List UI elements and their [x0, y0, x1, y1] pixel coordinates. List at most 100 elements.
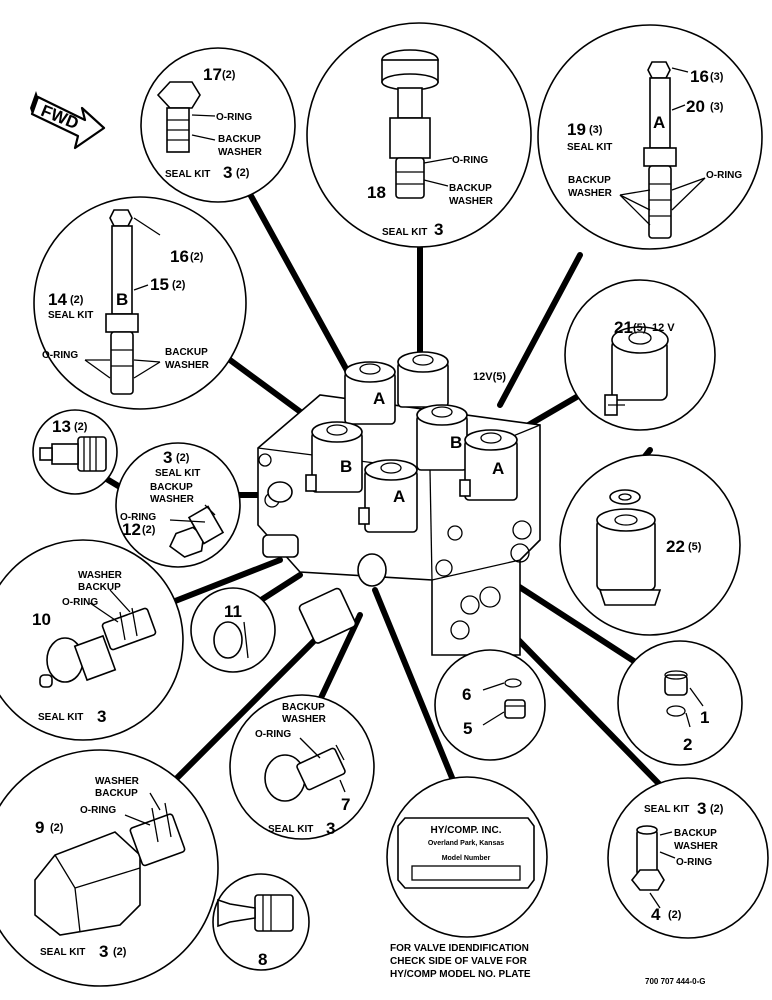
- svg-text:WASHER: WASHER: [78, 570, 123, 581]
- svg-text:6: 6: [462, 685, 471, 704]
- solenoid-coil-a-rear: A: [344, 361, 396, 425]
- svg-text:4: 4: [651, 905, 661, 924]
- svg-text:SEAL KIT: SEAL KIT: [38, 712, 83, 723]
- svg-text:(2): (2): [113, 946, 127, 958]
- callout-circle-1-2: 1 2: [617, 640, 743, 766]
- svg-text:O-RING: O-RING: [80, 805, 116, 816]
- svg-text:O-RING: O-RING: [120, 512, 156, 523]
- valve-manifold: A B B A: [257, 351, 541, 656]
- svg-text:O-RING: O-RING: [42, 350, 78, 361]
- callout-circle-13: 13 (2): [32, 409, 118, 495]
- svg-text:3: 3: [697, 799, 706, 818]
- svg-text:A: A: [393, 487, 405, 506]
- svg-text:WASHER: WASHER: [150, 494, 195, 505]
- svg-text:SEAL KIT: SEAL KIT: [48, 310, 93, 321]
- svg-text:O-RING: O-RING: [216, 112, 252, 123]
- svg-text:(3): (3): [589, 124, 603, 136]
- svg-text:17: 17: [203, 65, 222, 84]
- svg-text:(2): (2): [176, 452, 190, 464]
- svg-text:5: 5: [463, 719, 472, 738]
- svg-text:3: 3: [326, 819, 335, 838]
- svg-text:3: 3: [99, 942, 108, 961]
- svg-text:(5): (5): [633, 322, 647, 334]
- svg-text:(2): (2): [710, 803, 724, 815]
- drawing-number: 700 707 444-0-G: [645, 977, 706, 986]
- svg-text:7: 7: [341, 795, 350, 814]
- solenoid-coil-a-far-right: A: [459, 429, 518, 501]
- solenoid-coil-a-front: A: [358, 459, 418, 533]
- svg-text:SEAL KIT: SEAL KIT: [268, 824, 313, 835]
- callout-circle-10: WASHER BACKUP O-RING 10 SEAL KIT 3: [0, 539, 184, 741]
- svg-text:8: 8: [258, 950, 267, 969]
- nameplate-model-label: Model Number: [442, 855, 491, 862]
- svg-text:3: 3: [97, 707, 106, 726]
- solenoid-voltage-label: 12V(5): [473, 371, 506, 383]
- svg-text:BACKUP: BACKUP: [95, 788, 138, 799]
- svg-text:11: 11: [224, 602, 242, 621]
- svg-text:WASHER: WASHER: [218, 147, 263, 158]
- callout-circle-4: SEAL KIT 3 (2) BACKUP WASHER O-RING 4 (2…: [607, 777, 769, 939]
- callout-circle-8: 8: [212, 873, 310, 971]
- callout-circle-7: BACKUP WASHER O-RING 7 SEAL KIT 3: [229, 694, 375, 840]
- svg-text:O-RING: O-RING: [676, 857, 712, 868]
- callout-circle-3-12: 3 (2) SEAL KIT BACKUP WASHER O-RING 12 (…: [115, 442, 241, 568]
- svg-text:BACKUP: BACKUP: [78, 582, 121, 593]
- callout-circle-22: 22 (5): [559, 454, 741, 636]
- svg-text:FOR VALVE IDENDIFICATION: FOR VALVE IDENDIFICATION: [390, 943, 529, 954]
- svg-text:22: 22: [666, 537, 685, 556]
- svg-text:A: A: [492, 459, 504, 478]
- svg-text:16: 16: [170, 247, 189, 266]
- svg-text:(3): (3): [710, 101, 724, 113]
- callout-circle-14-15: B 16 (2) 15 (2) 14 (2) SEAL KIT O-RING B…: [33, 196, 247, 410]
- svg-text:14: 14: [48, 290, 67, 309]
- callout-circle-11: 11: [190, 587, 276, 673]
- svg-text:(2): (2): [142, 524, 156, 536]
- svg-text:B: B: [116, 290, 128, 309]
- svg-text:B: B: [450, 433, 462, 452]
- svg-text:13: 13: [52, 417, 71, 436]
- nameplate-company: HY/COMP. INC.: [431, 825, 502, 836]
- svg-text:19: 19: [567, 120, 586, 139]
- svg-text:BACKUP: BACKUP: [568, 175, 611, 186]
- svg-text:(2): (2): [74, 421, 88, 433]
- svg-text:3: 3: [434, 220, 443, 239]
- svg-text:16: 16: [690, 67, 709, 86]
- callout-circle-21: 21 (5) 12 V: [564, 279, 716, 431]
- svg-text:O-RING: O-RING: [706, 170, 742, 181]
- solenoid-coil-b-front: B: [305, 421, 363, 493]
- svg-text:A: A: [653, 113, 665, 132]
- svg-text:WASHER: WASHER: [165, 360, 210, 371]
- svg-text:SEAL KIT: SEAL KIT: [567, 142, 612, 153]
- svg-text:CHECK SIDE OF VALVE FOR: CHECK SIDE OF VALVE FOR: [390, 956, 528, 967]
- svg-text:(2): (2): [222, 69, 236, 81]
- svg-text:3: 3: [223, 163, 232, 182]
- svg-text:9: 9: [35, 818, 44, 837]
- svg-text:O-RING: O-RING: [62, 597, 98, 608]
- svg-text:12: 12: [122, 520, 141, 539]
- callout-circle-19-20: A 16 (3) 20 (3) 19 (3) SEAL KIT BACKUP W…: [537, 24, 763, 250]
- svg-text:WASHER: WASHER: [568, 188, 613, 199]
- svg-text:O-RING: O-RING: [255, 729, 291, 740]
- nameplate-circle: HY/COMP. INC. Overland Park, Kansas Mode…: [386, 776, 548, 938]
- svg-text:(2): (2): [668, 909, 682, 921]
- svg-text:20: 20: [686, 97, 705, 116]
- callout-circle-9: WASHER BACKUP O-RING 9 (2) SEAL KIT 3 (2…: [0, 749, 219, 987]
- svg-text:BACKUP: BACKUP: [674, 828, 717, 839]
- forward-direction-arrow: FWD: [30, 91, 106, 150]
- svg-text:1: 1: [700, 708, 709, 727]
- solenoid-coil-rear-2: [397, 351, 449, 408]
- svg-text:(2): (2): [190, 251, 204, 263]
- svg-text:WASHER: WASHER: [95, 776, 140, 787]
- svg-text:(2): (2): [70, 294, 84, 306]
- nameplate-city: Overland Park, Kansas: [428, 840, 504, 847]
- svg-text:(2): (2): [172, 279, 186, 291]
- svg-text:BACKUP: BACKUP: [449, 183, 492, 194]
- svg-text:B: B: [340, 457, 352, 476]
- svg-text:WASHER: WASHER: [674, 841, 719, 852]
- svg-text:BACKUP: BACKUP: [218, 134, 261, 145]
- svg-text:BACKUP: BACKUP: [282, 702, 325, 713]
- solenoid-coil-b-right: B: [416, 404, 468, 471]
- svg-text:(2): (2): [236, 167, 250, 179]
- svg-text:SEAL KIT: SEAL KIT: [382, 227, 427, 238]
